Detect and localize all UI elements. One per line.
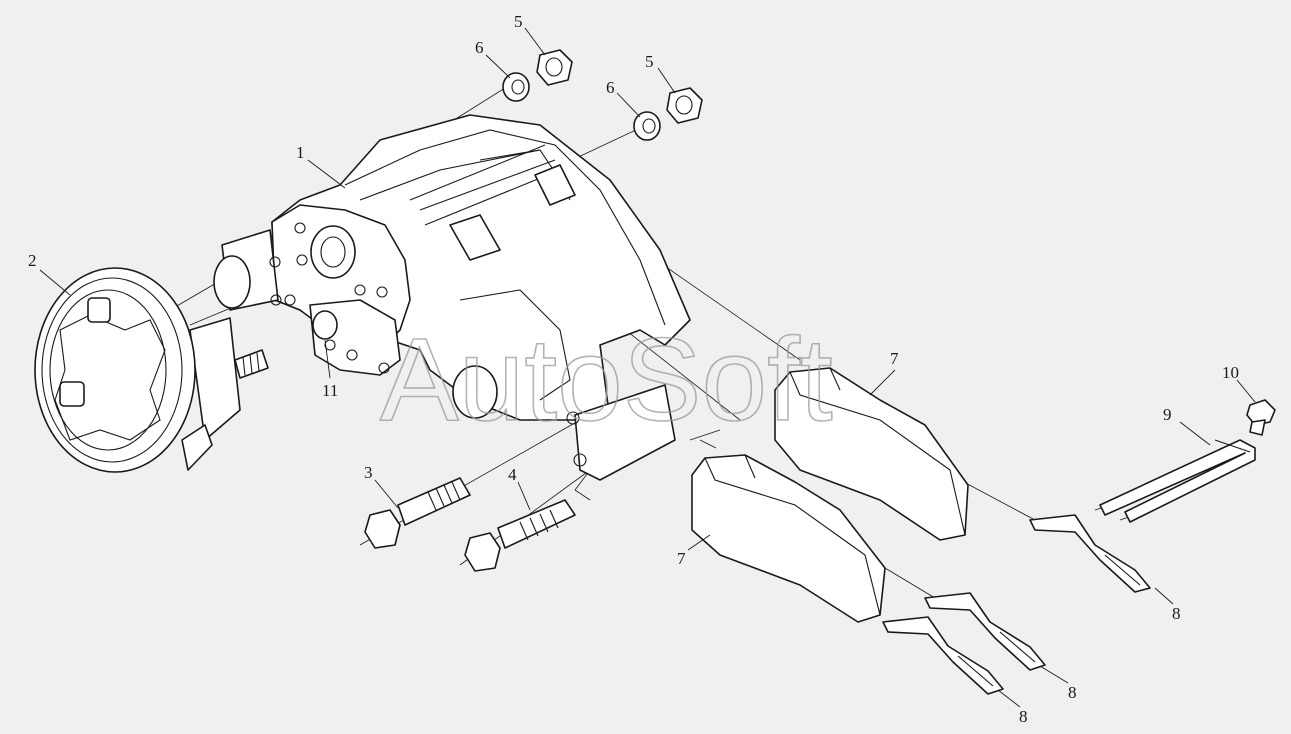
callout-7-rear: 7: [890, 349, 899, 368]
part-washer-lower: [633, 111, 661, 141]
callout-7-front: 7: [677, 549, 686, 568]
part-brake-pad-rear: [774, 367, 969, 541]
part-brake-pad-front: [691, 454, 886, 623]
part-spring-right: [1029, 514, 1151, 593]
part-washer-upper: [502, 72, 530, 102]
part-caliper-body: [213, 114, 691, 481]
part-brake-chamber: [34, 267, 269, 473]
callout-10: 10: [1222, 363, 1239, 382]
callout-11: 11: [322, 381, 338, 400]
callout-9: 9: [1163, 405, 1172, 424]
part-small-bolt: [1246, 399, 1276, 436]
callout-leaders: [39, 27, 1256, 708]
part-spring-lower: [882, 616, 1004, 695]
callout-6-lower: 6: [606, 78, 615, 97]
callout-4: 4: [508, 465, 517, 484]
part-bolt-4: [464, 499, 576, 572]
callout-2: 2: [28, 251, 37, 270]
callout-6-upper: 6: [475, 38, 484, 57]
callout-1: 1: [296, 143, 305, 162]
callout-3: 3: [364, 463, 373, 482]
callout-8-right: 8: [1172, 604, 1181, 623]
callout-labels: 1 2 3 4 5 5 6 6 7 7 8 8 8 9 10 11: [28, 12, 1239, 726]
part-spring-middle: [924, 592, 1046, 671]
watermark-text: AutoSoft: [380, 314, 833, 446]
callout-5-lower: 5: [645, 52, 654, 71]
part-retaining-bar: [1099, 439, 1256, 523]
part-bolt-3: [364, 477, 471, 549]
callout-8-middle: 8: [1068, 683, 1077, 702]
part-nut-upper: [536, 49, 573, 86]
callout-8-lower: 8: [1019, 707, 1028, 726]
callout-5-upper: 5: [514, 12, 523, 31]
part-nut-lower: [666, 87, 703, 124]
